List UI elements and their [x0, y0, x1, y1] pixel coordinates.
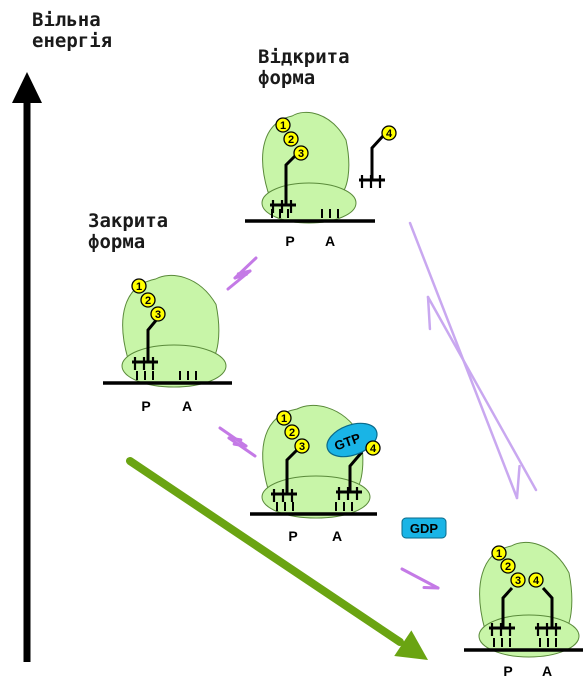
trna-p-arm [284, 153, 298, 205]
trna-residue-4 [528, 572, 544, 588]
closed-site-a: A [182, 398, 192, 414]
open-form-label: Відкрита форма [258, 47, 350, 89]
trna-residue-label-1: 1 [281, 413, 287, 425]
purple-arrow-final-shaft [400, 567, 440, 590]
trna-residue-1 [491, 545, 507, 561]
purple-eq-1b-barb [236, 269, 252, 276]
small-subunit [261, 182, 357, 224]
open-site-a: A [325, 233, 335, 249]
final-site-a: A [542, 663, 552, 679]
gtp-site-a: A [332, 528, 342, 544]
gtp-site-p: P [288, 528, 297, 544]
closed-site-p: P [141, 398, 150, 414]
trna-residue-label-4: 4 [386, 128, 393, 140]
trna-p-arm [501, 586, 514, 628]
trna-residue-label-3: 3 [298, 148, 304, 160]
closed-form-label: Закрита форма [88, 211, 168, 253]
green-arrow-shaft [126, 457, 404, 646]
trna-residue-label-3: 3 [515, 575, 521, 587]
lilac-arrow-up [426, 295, 538, 492]
trna-residue-3 [294, 438, 310, 454]
trna-residue-label-3: 3 [155, 309, 161, 321]
trna-a-arm [348, 451, 364, 492]
trna-a-arm [541, 586, 554, 628]
purple-eq-2a [218, 426, 248, 448]
trna-residue-label-3: 3 [299, 441, 305, 453]
gdp-box [401, 517, 447, 539]
trna-residue-label-4: 4 [370, 443, 377, 455]
trna-residue-2 [500, 558, 516, 574]
open-form-label-line2: форма [258, 67, 316, 89]
trna-residue-label-1: 1 [496, 548, 502, 560]
trna-residue-label-2: 2 [289, 427, 295, 439]
final-site-p: P [503, 663, 512, 679]
trna-residue-label-2: 2 [505, 561, 511, 573]
trna-residue-1 [131, 278, 147, 294]
purple-eq-2b [227, 436, 257, 458]
trna-residue-4 [381, 125, 397, 141]
trna-residue-label-1: 1 [136, 281, 142, 293]
trna-residue-label-1: 1 [280, 120, 286, 132]
purple-eq-1b-shaft [226, 269, 252, 291]
purple-arrow-final [400, 567, 440, 590]
trna-free-arm [370, 134, 385, 180]
small-subunit [261, 475, 371, 519]
small-subunit [121, 344, 227, 388]
trna-residue-label-4: 4 [533, 575, 540, 587]
trna-residue-label-2: 2 [145, 295, 151, 307]
trna-residue-2 [283, 131, 299, 147]
trna-residue-4 [365, 440, 381, 456]
open-form-label-line1: Відкрита [258, 46, 350, 68]
trna-residue-2 [140, 292, 156, 308]
y-axis-label: Вільна енергія [32, 10, 112, 52]
trna-residue-2 [284, 424, 300, 440]
purple-eq-2b-barb [227, 436, 243, 442]
open-site-p: P [285, 233, 294, 249]
lilac-arrow-up-shaft [426, 295, 538, 492]
trna-residue-label-2: 2 [288, 134, 294, 146]
lilac-arrow-down-barb [515, 464, 521, 500]
closed-form-label-line2: форма [88, 231, 146, 253]
green-arrowhead [394, 630, 428, 660]
trna-p-arm [285, 447, 300, 494]
purple-eq-1b [226, 269, 252, 291]
purple-eq-2b-shaft [227, 436, 257, 458]
ef-tu-gtp-blob [326, 422, 378, 458]
lilac-arrow-up-barb [426, 295, 432, 331]
y-axis-label-line1: Вільна [32, 9, 101, 31]
trna-residue-3 [293, 145, 309, 161]
y-axis-label-line2: енергія [32, 30, 113, 52]
y-axis-arrowhead [12, 72, 42, 103]
gdp-label: GDP [410, 521, 439, 536]
trna-residue-3 [150, 306, 166, 322]
trna-residue-3 [510, 572, 526, 588]
gdp-badge: GDP [401, 517, 447, 539]
closed-form-label-line1: Закрита [88, 210, 169, 232]
trna-residue-1 [275, 117, 291, 133]
purple-eq-2a-shaft [218, 426, 248, 448]
trna-residue-1 [276, 410, 292, 426]
open-form-ribosome: 123 4P A [245, 111, 397, 249]
trna-p-arm [146, 317, 160, 362]
